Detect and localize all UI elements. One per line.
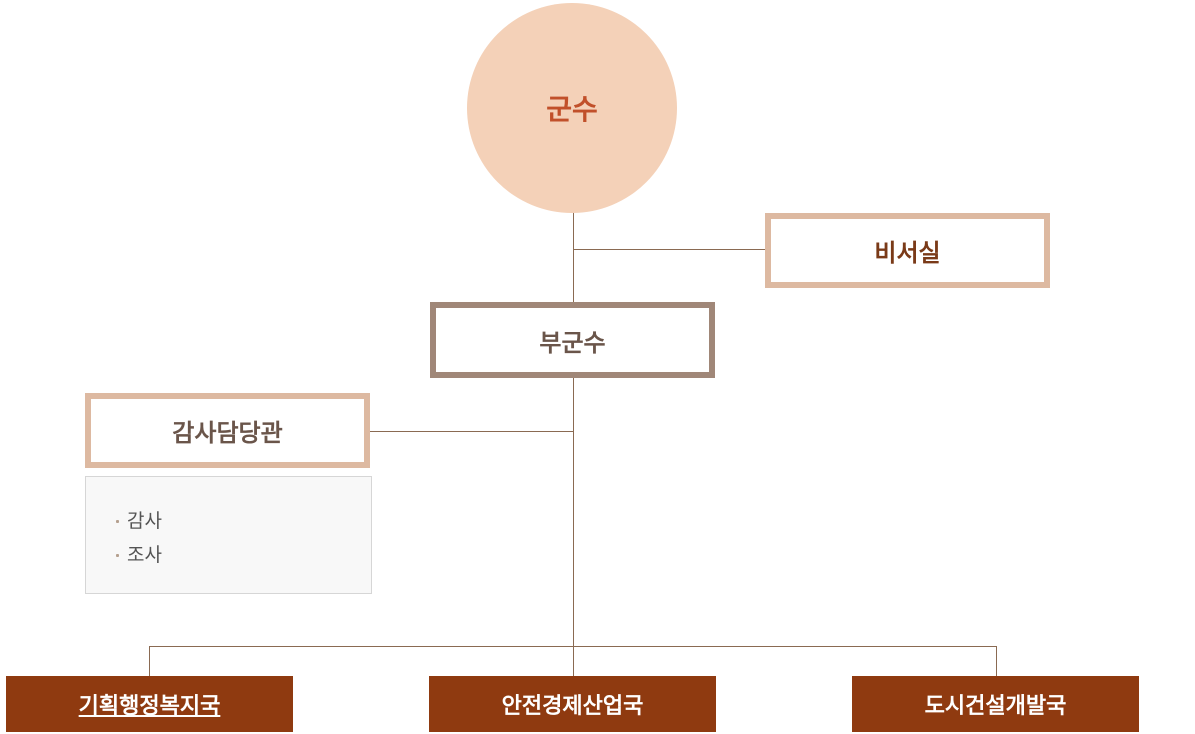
connector-bureau-right xyxy=(996,646,997,677)
connector-bureau-left xyxy=(149,646,150,677)
duty-item: 감사 xyxy=(116,504,371,538)
bureau-planning-welfare[interactable]: 기획행정복지국 xyxy=(6,676,293,732)
mayor-label: 군수 xyxy=(546,93,598,126)
mayor-node: 군수 xyxy=(467,3,677,213)
bullet-icon xyxy=(116,553,119,557)
bureau-urban-development[interactable]: 도시건설개발국 xyxy=(852,676,1139,732)
bureau-label: 기획행정복지국 xyxy=(78,694,221,719)
connector-mayor-vice xyxy=(573,212,574,304)
connector-audit xyxy=(369,431,574,432)
secretary-office-label: 비서실 xyxy=(874,239,941,267)
connector-vice-down xyxy=(573,377,574,677)
audit-officer-node: 감사담당관 xyxy=(85,393,370,468)
duty-label: 조사 xyxy=(127,544,162,566)
duty-item: 조사 xyxy=(116,538,371,572)
connector-bureaus-horizontal xyxy=(149,646,997,647)
secretary-office-node: 비서실 xyxy=(765,213,1050,288)
audit-officer-label: 감사담당관 xyxy=(172,419,283,447)
connector-secretary xyxy=(573,249,766,250)
audit-duties-panel: 감사 조사 xyxy=(85,476,372,594)
bureau-label: 도시건설개발국 xyxy=(924,694,1067,719)
duty-label: 감사 xyxy=(127,510,162,532)
bureau-safety-economy[interactable]: 안전경제산업국 xyxy=(429,676,716,732)
vice-mayor-label: 부군수 xyxy=(539,328,606,357)
bullet-icon xyxy=(116,519,119,523)
bureau-label: 안전경제산업국 xyxy=(501,694,644,719)
vice-mayor-node: 부군수 xyxy=(430,302,715,378)
